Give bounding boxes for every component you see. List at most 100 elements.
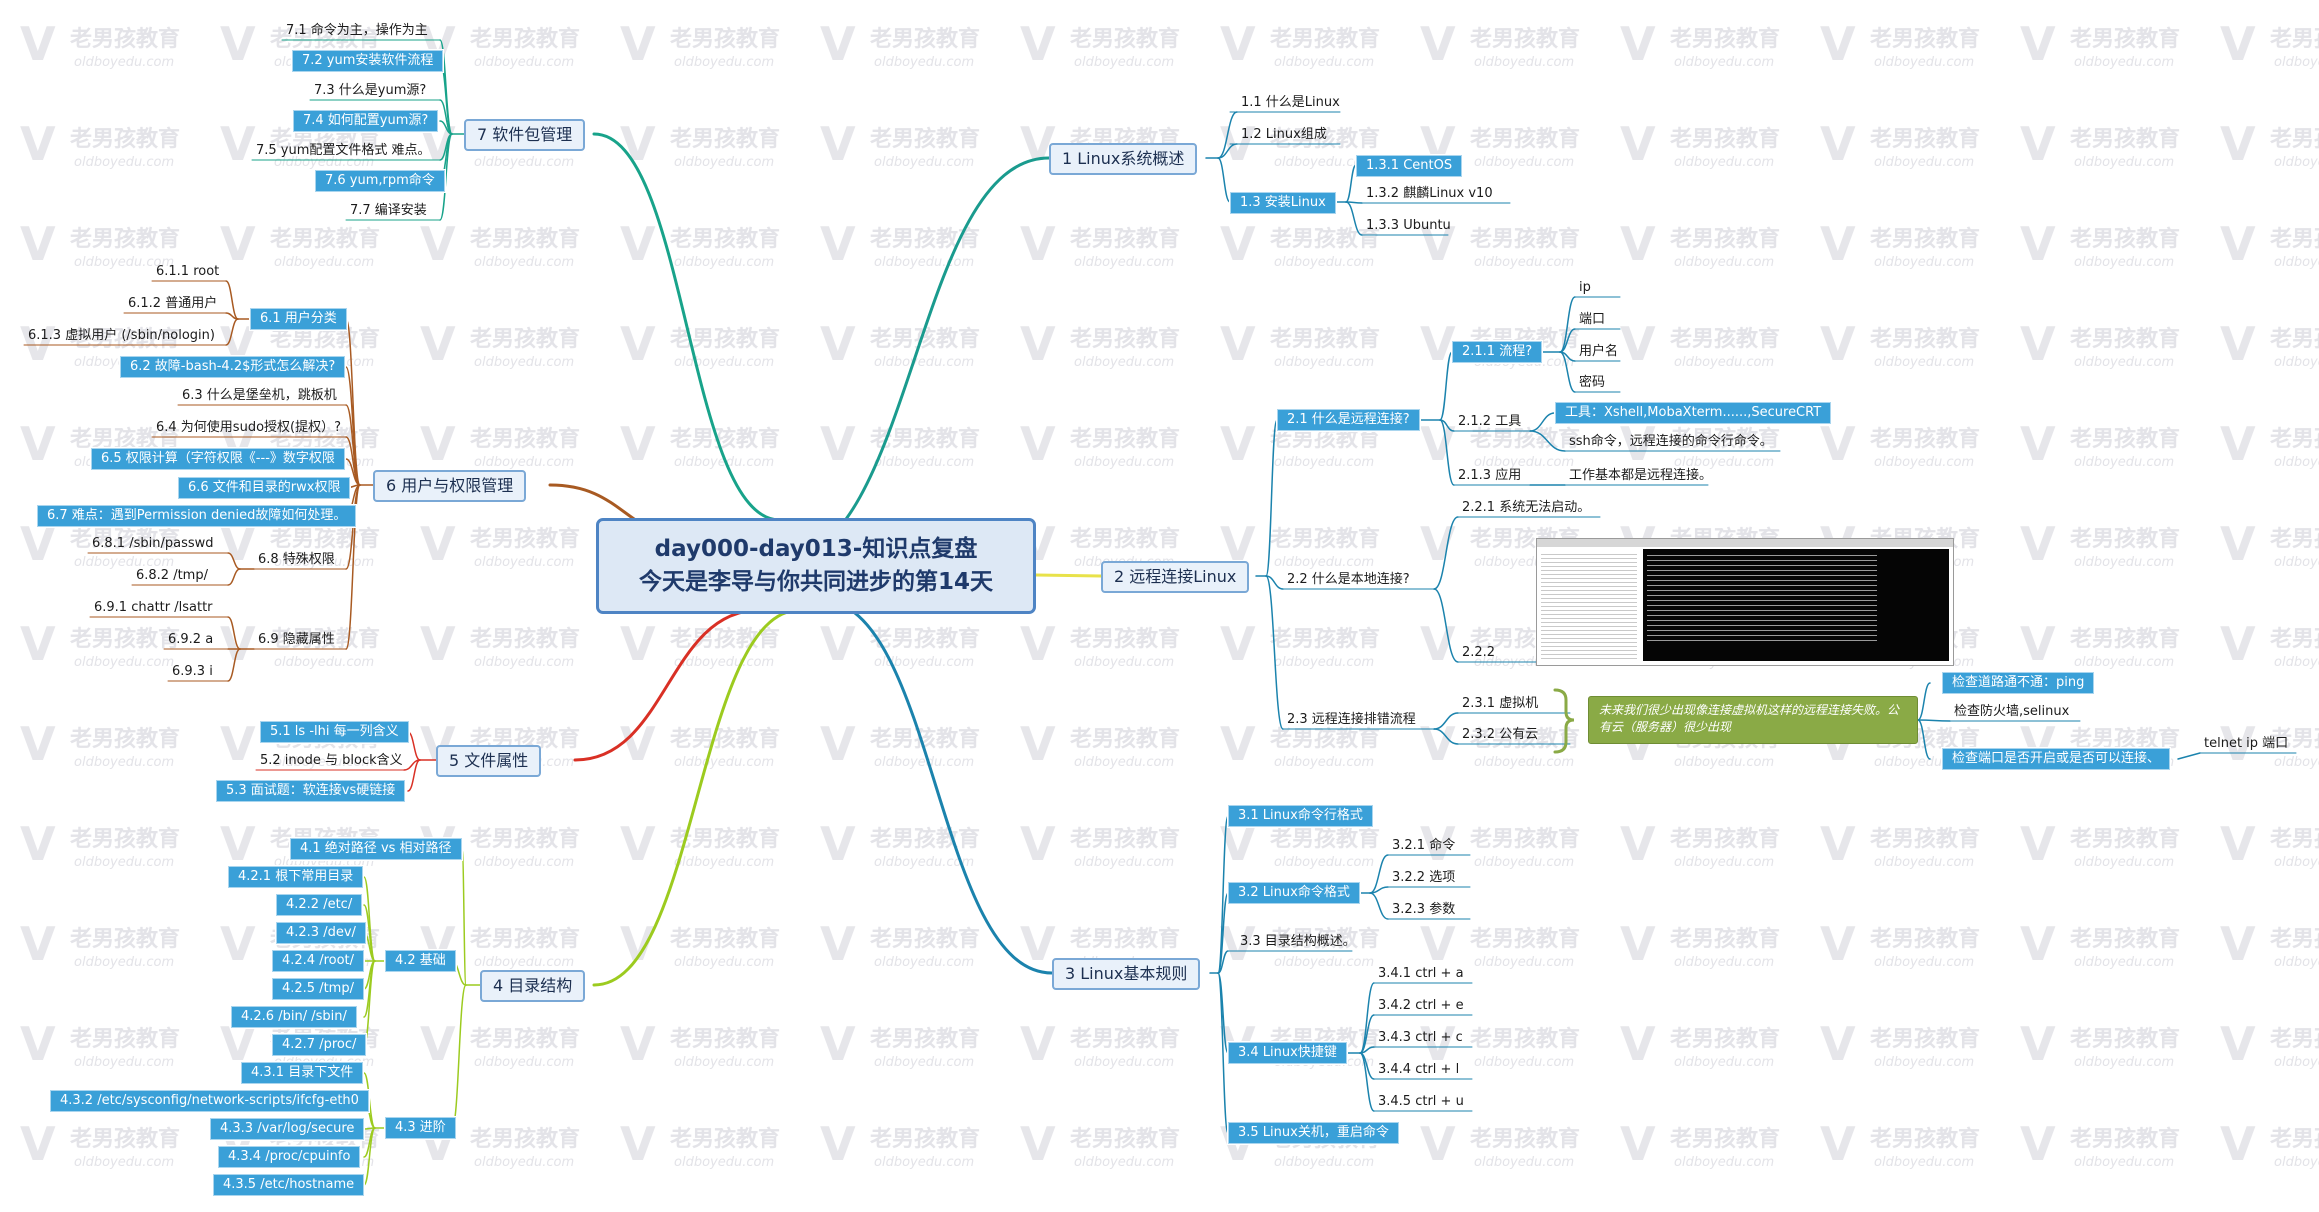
node-5-3[interactable]: 5.3 面试题：软连接vs硬链接	[216, 780, 406, 802]
node-6-7[interactable]: 6.7 难点：遇到Permission denied故障如何处理。	[37, 505, 357, 527]
node-username[interactable]: 用户名	[1579, 344, 1619, 359]
node-3-4-5[interactable]: 3.4.5 ctrl + u	[1378, 1094, 1464, 1109]
node-3-4[interactable]: 3.4 Linux快捷键	[1228, 1042, 1347, 1064]
node-4-3-5[interactable]: 4.3.5 /etc/hostname	[213, 1174, 365, 1196]
node-6-8-1[interactable]: 6.8.1 /sbin/passwd	[92, 536, 214, 551]
node-2-2-2[interactable]: 2.2.2	[1462, 645, 1496, 660]
node-telnet[interactable]: telnet ip 端口	[2204, 736, 2289, 751]
connector	[1345, 201, 1363, 236]
node-ssh[interactable]: ssh命令，远程连接的命令行命令。	[1569, 434, 1773, 449]
node-7-6[interactable]: 7.6 yum,rpm命令	[315, 170, 445, 192]
node-7-1[interactable]: 7.1 命令为主，操作为主	[286, 23, 428, 38]
node-7-7[interactable]: 7.7 编译安装	[350, 203, 427, 218]
node-6-9[interactable]: 6.9 隐藏属性	[258, 632, 335, 647]
node-6-1-3[interactable]: 6.1.3 虚拟用户 (/sbin/nologin)	[28, 328, 215, 343]
node-port[interactable]: 端口	[1579, 312, 1606, 327]
root-to-branch-7	[592, 132, 782, 522]
node-3-4-2[interactable]: 3.4.2 ctrl + e	[1378, 998, 1464, 1013]
connector	[227, 648, 241, 682]
branch-6-user-permissions[interactable]: 6 用户与权限管理	[373, 470, 527, 502]
node-2-3-2[interactable]: 2.3.2 公有云	[1462, 727, 1539, 742]
node-4-2-2[interactable]: 4.2.2 /etc/	[276, 894, 363, 916]
terminal-file-tree	[1541, 551, 1637, 659]
node-4-3-2[interactable]: 4.3.2 /etc/sysconfig/network-scripts/ifc…	[50, 1090, 369, 1112]
connector	[1439, 351, 1453, 421]
node-4-2-6[interactable]: 4.2.6 /bin/ /sbin/	[231, 1006, 357, 1028]
node-6-2[interactable]: 6.2 故障-bash-4.2$形式怎么解决?	[120, 356, 346, 378]
branch-2-remote-connection[interactable]: 2 远程连接Linux	[1101, 561, 1250, 593]
node-6-8[interactable]: 6.8 特殊权限	[258, 552, 335, 567]
node-2-1-2[interactable]: 2.1.2 工具	[1458, 414, 1522, 429]
node-3-3[interactable]: 3.3 目录结构概述。	[1240, 934, 1356, 949]
node-4-2-1[interactable]: 4.2.1 根下常用目录	[228, 866, 364, 888]
node-3-2-2[interactable]: 3.2.2 选项	[1392, 870, 1456, 885]
node-4-2-4[interactable]: 4.2.4 /root/	[272, 950, 365, 972]
branch-4-directory-structure[interactable]: 4 目录结构	[480, 970, 586, 1002]
node-7-2[interactable]: 7.2 yum安装软件流程	[292, 50, 444, 72]
callout-note[interactable]: 未来我们很少出现像连接虚拟机这样的远程连接失败。公有云（服务器）很少出现	[1588, 696, 1918, 744]
branch-3-basic-rules[interactable]: 3 Linux基本规则	[1052, 958, 1201, 990]
node-3-4-4[interactable]: 3.4.4 ctrl + l	[1378, 1062, 1460, 1077]
node-2-1-3[interactable]: 2.1.3 应用	[1458, 468, 1522, 483]
node-1-2[interactable]: 1.2 Linux组成	[1241, 127, 1327, 142]
node-2-1-1[interactable]: 2.1.1 流程?	[1452, 341, 1543, 363]
node-ip[interactable]: ip	[1579, 280, 1591, 295]
node-7-5[interactable]: 7.5 yum配置文件格式 难点。	[256, 143, 431, 158]
branch-7-package-management[interactable]: 7 软件包管理	[464, 119, 586, 151]
node-5-1[interactable]: 5.1 ls -lhi 每一列含义	[260, 721, 409, 743]
node-2-2-1[interactable]: 2.2.1 系统无法启动。	[1462, 500, 1591, 515]
node-4-2[interactable]: 4.2 基础	[385, 950, 456, 972]
node-6-1-1[interactable]: 6.1.1 root	[156, 264, 220, 279]
node-1-1[interactable]: 1.1 什么是Linux	[1241, 95, 1340, 110]
node-3-2-3[interactable]: 3.2.3 参数	[1392, 902, 1456, 917]
node-6-3[interactable]: 6.3 什么是堡垒机，跳板机	[182, 388, 337, 403]
connector	[345, 458, 361, 486]
node-4-2-5[interactable]: 4.2.5 /tmp/	[272, 978, 364, 1000]
node-work-remote[interactable]: 工作基本都是远程连接。	[1569, 468, 1713, 483]
node-2-1[interactable]: 2.1 什么是远程连接?	[1277, 409, 1420, 431]
node-6-1[interactable]: 6.1 用户分类	[250, 308, 347, 330]
node-4-3-3[interactable]: 4.3.3 /var/log/secure	[210, 1118, 365, 1140]
node-4-3[interactable]: 4.3 进阶	[385, 1117, 456, 1139]
node-4-1[interactable]: 4.1 绝对路径 vs 相对路径	[290, 838, 462, 860]
node-tools[interactable]: 工具：Xshell,MobaXterm......,SecureCRT	[1555, 402, 1832, 424]
node-7-3[interactable]: 7.3 什么是yum源?	[314, 83, 427, 98]
node-2-2[interactable]: 2.2 什么是本地连接?	[1287, 572, 1410, 587]
node-6-1-2[interactable]: 6.1.2 普通用户	[128, 296, 218, 311]
node-3-5[interactable]: 3.5 Linux关机，重启命令	[1228, 1122, 1399, 1144]
node-1-3-1[interactable]: 1.3.1 CentOS	[1356, 155, 1463, 177]
node-4-3-4[interactable]: 4.3.4 /proc/cpuinfo	[218, 1146, 361, 1168]
branch-5-file-attributes[interactable]: 5 文件属性	[436, 745, 542, 777]
node-6-8-2[interactable]: 6.8.2 /tmp/	[136, 568, 208, 583]
root-title-line1: day000-day013-知识点复盘	[654, 536, 978, 562]
root-topic[interactable]: day000-day013-知识点复盘 今天是李导与你共同进步的第14天	[596, 518, 1036, 614]
node-6-9-3[interactable]: 6.9.3 i	[172, 664, 213, 679]
node-6-9-1[interactable]: 6.9.1 chattr /lsattr	[94, 600, 213, 615]
node-6-9-2[interactable]: 6.9.2 a	[168, 632, 214, 647]
node-3-1[interactable]: 3.1 Linux命令行格式	[1228, 805, 1373, 827]
connector	[461, 848, 467, 986]
node-check-firewall[interactable]: 检查防火墙,selinux	[1954, 704, 2070, 719]
node-check-port[interactable]: 检查端口是否开启或是否可以连接、	[1942, 748, 2171, 770]
node-2-3[interactable]: 2.3 远程连接排错流程	[1287, 712, 1416, 727]
node-password[interactable]: 密码	[1579, 375, 1606, 390]
node-6-6[interactable]: 6.6 文件和目录的rwx权限	[178, 477, 351, 499]
node-6-5[interactable]: 6.5 权限计算（字符权限《---》数字权限	[91, 448, 345, 470]
node-1-3-2[interactable]: 1.3.2 麒麟Linux v10	[1366, 186, 1493, 201]
node-4-3-1[interactable]: 4.3.1 目录下文件	[241, 1062, 364, 1084]
node-3-4-3[interactable]: 3.4.3 ctrl + c	[1378, 1030, 1463, 1045]
node-5-2[interactable]: 5.2 inode 与 block含义	[260, 753, 403, 768]
node-3-4-1[interactable]: 3.4.1 ctrl + a	[1378, 966, 1464, 981]
connector	[1345, 164, 1357, 203]
node-6-4[interactable]: 6.4 为何使用sudo授权(提权）?	[156, 420, 341, 435]
node-4-2-3[interactable]: 4.2.3 /dev/	[276, 922, 366, 944]
node-2-3-1[interactable]: 2.3.1 虚拟机	[1462, 696, 1539, 711]
node-1-3[interactable]: 1.3 安装Linux	[1230, 192, 1336, 214]
node-3-2-1[interactable]: 3.2.1 命令	[1392, 838, 1456, 853]
node-check-ping[interactable]: 检查道路通不通：ping	[1942, 672, 2095, 694]
node-7-4[interactable]: 7.4 如何配置yum源?	[293, 110, 439, 132]
branch-1-linux-overview[interactable]: 1 Linux系统概述	[1049, 143, 1198, 175]
node-4-2-7[interactable]: 4.2.7 /proc/	[272, 1034, 367, 1056]
node-3-2[interactable]: 3.2 Linux命令格式	[1228, 882, 1360, 904]
node-1-3-3[interactable]: 1.3.3 Ubuntu	[1366, 218, 1451, 233]
